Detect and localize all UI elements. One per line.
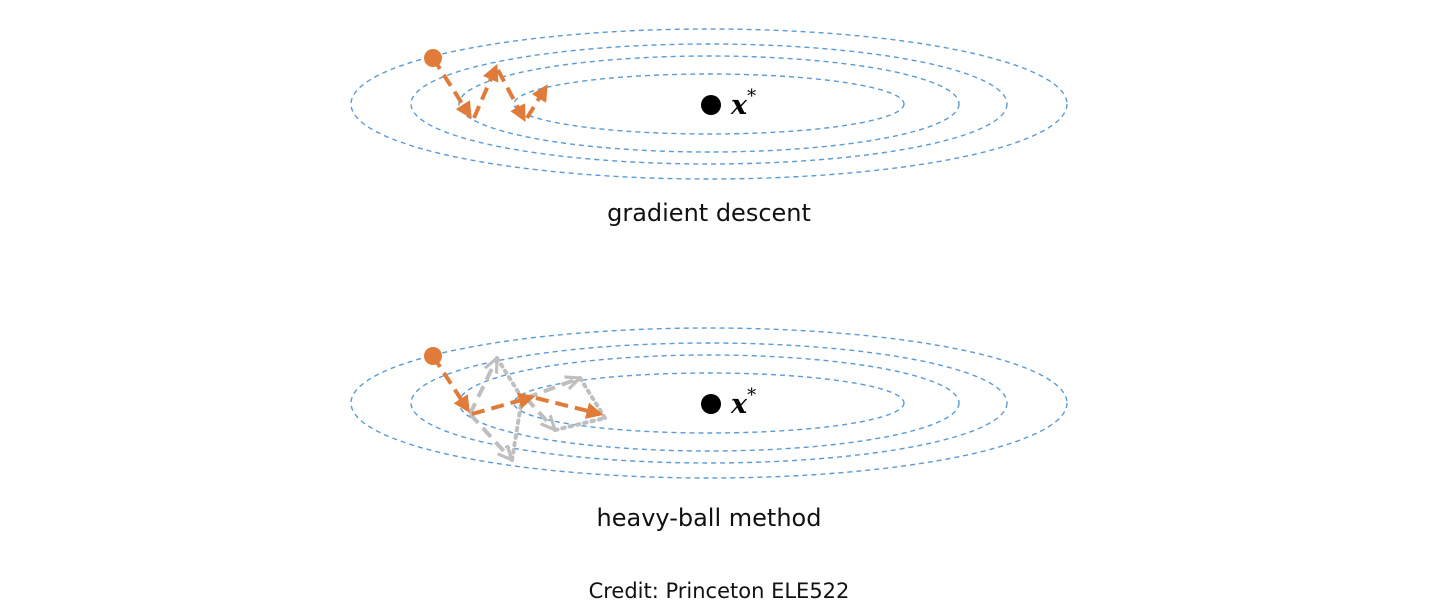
hb-grey-arrow-up	[468, 358, 499, 415]
contour-ellipse-outer	[350, 28, 1068, 180]
panel-gradient-descent: x* gradient descent	[350, 28, 1068, 227]
gd-iterate-path	[431, 56, 548, 122]
gd-start-point	[424, 49, 442, 67]
gd-minimizer-dot	[701, 95, 721, 115]
hb-grey-arrow-down	[468, 412, 512, 460]
hb-minimizer-dot	[701, 394, 721, 414]
hb-step-2	[471, 392, 536, 416]
contour-ellipse-outer	[350, 327, 1068, 479]
contour-ellipse-3	[410, 342, 1008, 464]
hb-grey-dotted-parallelogram-1	[495, 356, 524, 400]
credit-text: Credit: Princeton ELE522	[589, 579, 850, 603]
panel-heavy-ball: x* heavy-ball method	[350, 327, 1068, 532]
hb-step-1	[431, 354, 470, 413]
gd-step-4	[525, 84, 548, 120]
gd-step-1	[431, 56, 472, 119]
hb-minimizer-superscript: *	[747, 385, 756, 406]
hb-grey-dotted-parallelogram-4	[553, 416, 607, 432]
gd-step-2	[472, 63, 499, 119]
hb-minimizer-label: x*	[730, 385, 756, 420]
hb-grey-arrow-down-2	[524, 396, 555, 430]
contour-ellipse-inner	[513, 73, 905, 135]
hb-iterate-path	[431, 354, 604, 419]
contour-ellipse-3	[410, 43, 1008, 165]
gd-caption: gradient descent	[607, 199, 811, 227]
hb-grey-arrow-up-2	[525, 378, 580, 400]
gd-minimizer-superscript: *	[747, 86, 756, 107]
hb-start-point	[424, 347, 442, 365]
hb-grey-dotted-parallelogram-3	[578, 376, 607, 420]
hb-caption: heavy-ball method	[597, 504, 822, 532]
contour-ellipse-inner	[513, 372, 905, 434]
hb-step-3	[535, 396, 604, 419]
gd-minimizer-label: x*	[730, 86, 756, 121]
gd-step-3	[496, 69, 526, 122]
